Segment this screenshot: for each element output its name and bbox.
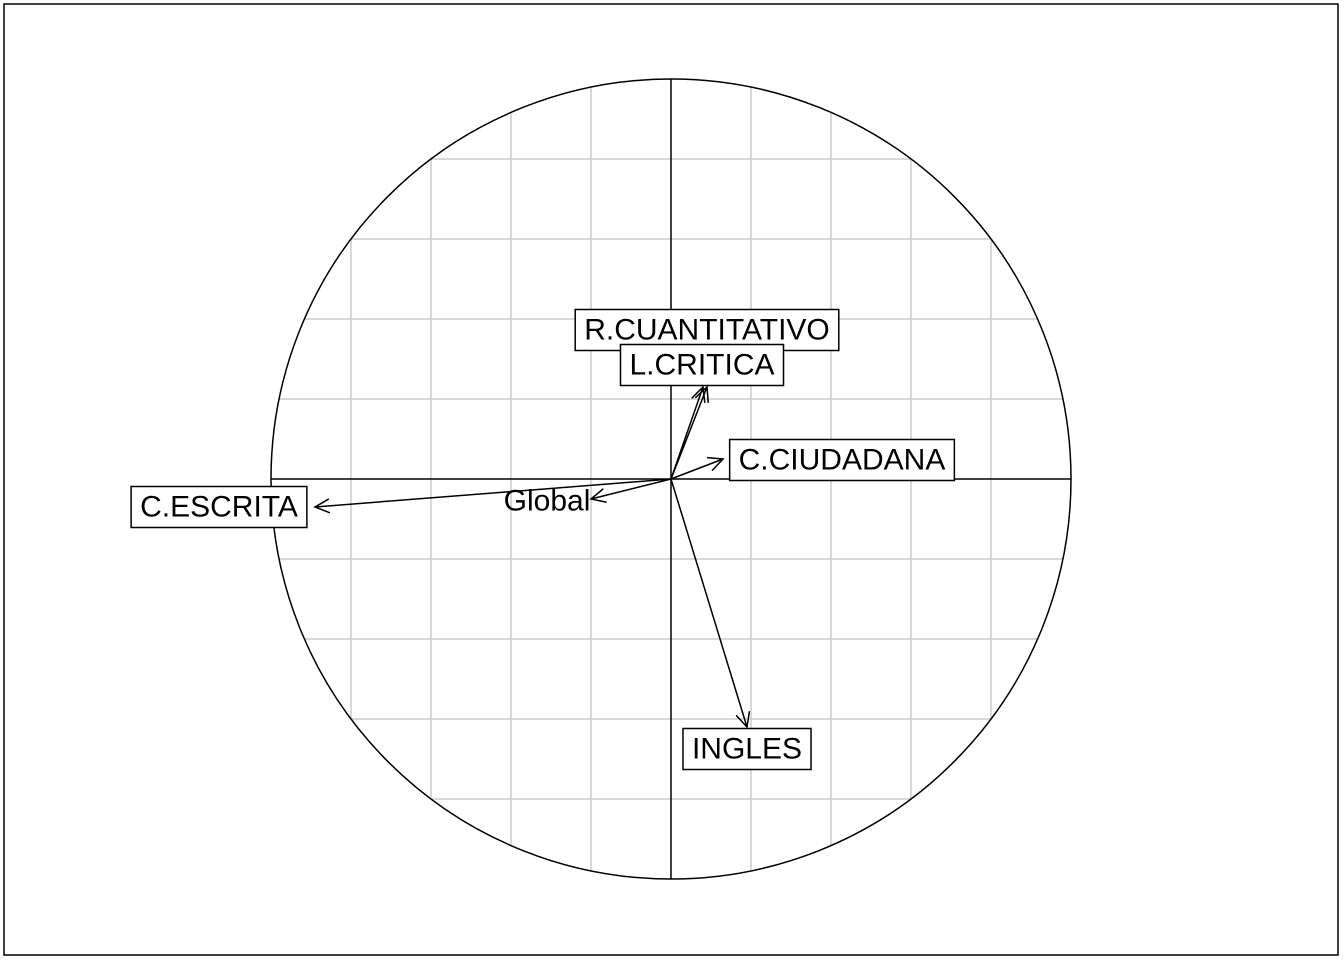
label-l-critica: L.CRITICA: [619, 343, 785, 387]
label-box-c-ciudadana: [728, 438, 956, 482]
arrow-l-critica: [670, 385, 706, 480]
label-global: Global: [504, 485, 591, 518]
label-text-c-escrita: C.ESCRITA: [140, 491, 298, 524]
label-box-c-escrita: [130, 485, 308, 529]
variable-arrows: [313, 385, 751, 729]
label-c-ciudadana: C.CIUDADANA: [728, 438, 956, 482]
arrow-c-ciudadana: [670, 456, 725, 480]
arrow-c-escrita: [313, 478, 672, 514]
label-text-l-critica: L.CRITICA: [629, 349, 774, 382]
label-c-escrita: C.ESCRITA: [130, 485, 308, 529]
arrow-global: [589, 478, 672, 503]
label-box-r-cuantitativo: [574, 308, 840, 352]
label-text-ingles: INGLES: [692, 733, 802, 766]
label-ingles: INGLES: [682, 727, 812, 771]
label-r-cuantitativo: R.CUANTITATIVO: [574, 308, 840, 352]
label-text-global: Global: [504, 485, 591, 518]
label-text-c-ciudadana: C.CIUDADANA: [739, 444, 946, 477]
label-box-l-critica: [619, 343, 785, 387]
label-text-r-cuantitativo: R.CUANTITATIVO: [584, 314, 830, 347]
arrow-ingles: [670, 478, 751, 729]
label-box-ingles: [682, 727, 812, 771]
